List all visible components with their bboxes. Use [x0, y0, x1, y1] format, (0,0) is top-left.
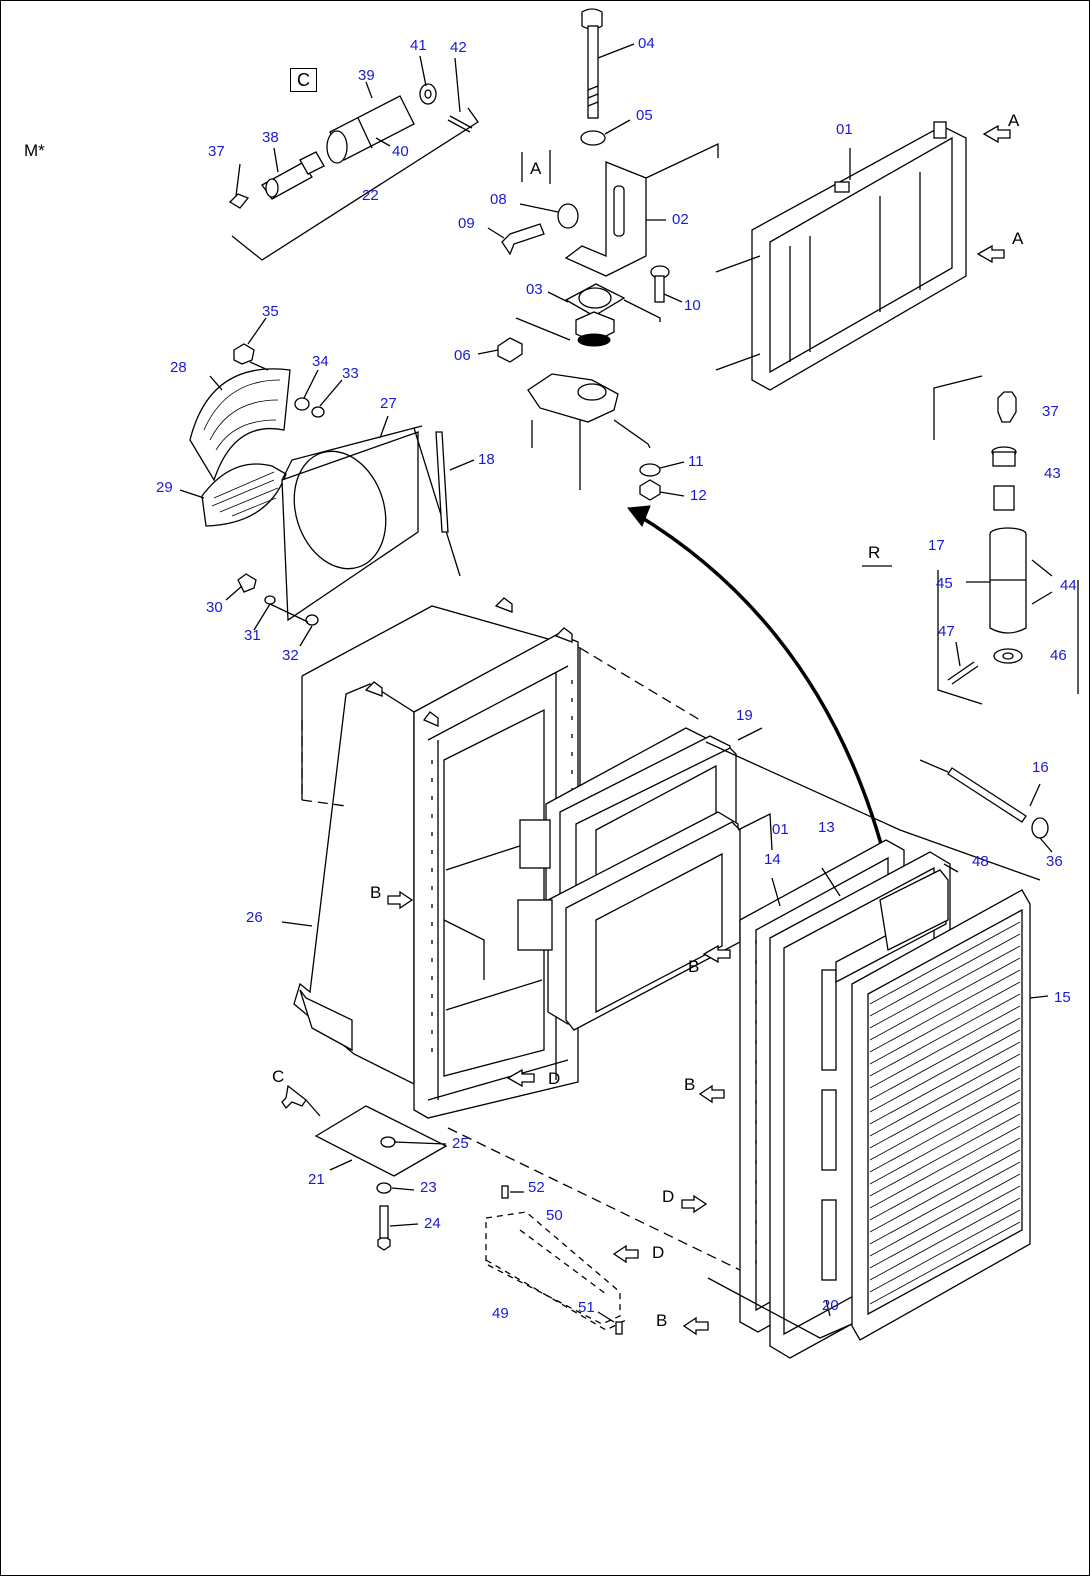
- callout-40: 40: [392, 143, 409, 160]
- callout-27: 27: [380, 395, 397, 412]
- callout-39: 39: [358, 67, 375, 84]
- callout-12: 12: [690, 487, 707, 504]
- callout-22: 22: [362, 187, 379, 204]
- letter-c-arrow: C: [272, 1067, 285, 1086]
- letter-b-2: B: [688, 957, 700, 976]
- radiator-frame: [281, 597, 741, 1271]
- callout-24: 24: [424, 1215, 441, 1232]
- callout-52: 52: [528, 1179, 545, 1196]
- fan-shroud-assembly: [179, 317, 475, 647]
- callout-48: 48: [972, 853, 989, 870]
- callout-10: 10: [684, 297, 701, 314]
- duct-assembly: [485, 1185, 639, 1335]
- detail-c-box: C: [290, 68, 317, 92]
- right-bushing-assembly: [862, 375, 1079, 705]
- callout-11: 11: [688, 453, 704, 470]
- cooler-stack-middle: [517, 727, 1041, 1031]
- callout-01-mid: 01: [772, 821, 789, 838]
- callout-46: 46: [1050, 647, 1067, 664]
- big-curved-arrow: [627, 505, 890, 871]
- callout-35: 35: [262, 303, 279, 320]
- letter-d-3: D: [652, 1243, 665, 1262]
- callout-42: 42: [450, 39, 467, 56]
- callout-23: 23: [420, 1179, 437, 1196]
- bottom-plate-assembly: [281, 1084, 448, 1251]
- mount-assembly: [477, 8, 719, 501]
- callout-03: 03: [526, 281, 543, 298]
- callout-47: 47: [938, 623, 955, 640]
- callout-19: 19: [736, 707, 753, 724]
- callout-09: 09: [458, 215, 475, 232]
- callout-32: 32: [282, 647, 299, 664]
- callout-37-right: 37: [1042, 403, 1059, 420]
- callout-37-left: 37: [208, 143, 225, 160]
- callout-13: 13: [818, 819, 835, 836]
- callout-51: 51: [578, 1299, 595, 1316]
- letter-b-3: B: [684, 1075, 696, 1094]
- letter-d-2: D: [662, 1187, 675, 1206]
- callout-38: 38: [262, 129, 279, 146]
- callout-02: 02: [672, 211, 689, 228]
- callout-30: 30: [206, 599, 223, 616]
- callout-08: 08: [490, 191, 507, 208]
- callout-33: 33: [342, 365, 359, 382]
- letter-r: R: [868, 543, 881, 562]
- front-grille-assembly: [681, 759, 1053, 1359]
- letter-d-1: D: [548, 1069, 561, 1088]
- callout-21: 21: [308, 1171, 325, 1188]
- callout-44: 44: [1060, 577, 1077, 594]
- condenser-top: [715, 121, 1011, 391]
- letter-b-1: B: [370, 883, 382, 902]
- callout-50: 50: [546, 1207, 563, 1224]
- callout-14: 14: [764, 851, 781, 868]
- group-c-assembly: [228, 55, 479, 261]
- callout-31: 31: [244, 627, 261, 644]
- callout-20: 20: [822, 1297, 839, 1314]
- callout-29: 29: [156, 479, 173, 496]
- callout-04: 04: [638, 35, 655, 52]
- callout-06: 06: [454, 347, 471, 364]
- letter-a-top-2: A: [1012, 229, 1024, 248]
- callout-25: 25: [452, 1135, 469, 1152]
- letter-a-box: A: [530, 159, 542, 178]
- callout-05: 05: [636, 107, 653, 124]
- callout-01-top: 01: [836, 121, 853, 138]
- callout-49: 49: [492, 1305, 509, 1322]
- callout-41: 41: [410, 37, 427, 54]
- letter-a-top-1: A: [1008, 111, 1020, 130]
- callout-36: 36: [1046, 853, 1063, 870]
- callout-43: 43: [1044, 465, 1061, 482]
- callout-26: 26: [246, 909, 263, 926]
- callout-28: 28: [170, 359, 187, 376]
- letter-b-4: B: [656, 1311, 668, 1330]
- callout-15: 15: [1054, 989, 1071, 1006]
- callout-34: 34: [312, 353, 329, 370]
- model-label: M*: [24, 141, 45, 160]
- callout-18: 18: [478, 451, 495, 468]
- callout-45: 45: [936, 575, 953, 592]
- callout-17: 17: [928, 537, 945, 554]
- callout-16: 16: [1032, 759, 1049, 776]
